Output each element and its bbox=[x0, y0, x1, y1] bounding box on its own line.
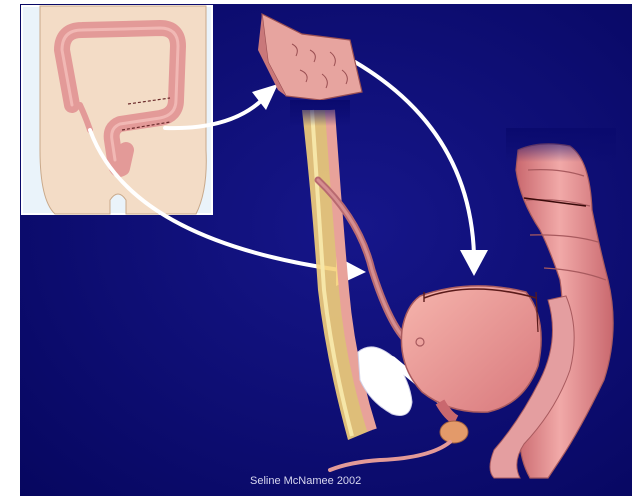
artist-credit: Seline McNamee 2002 bbox=[250, 475, 400, 487]
inset-panel bbox=[22, 6, 212, 214]
prostate bbox=[440, 421, 468, 443]
